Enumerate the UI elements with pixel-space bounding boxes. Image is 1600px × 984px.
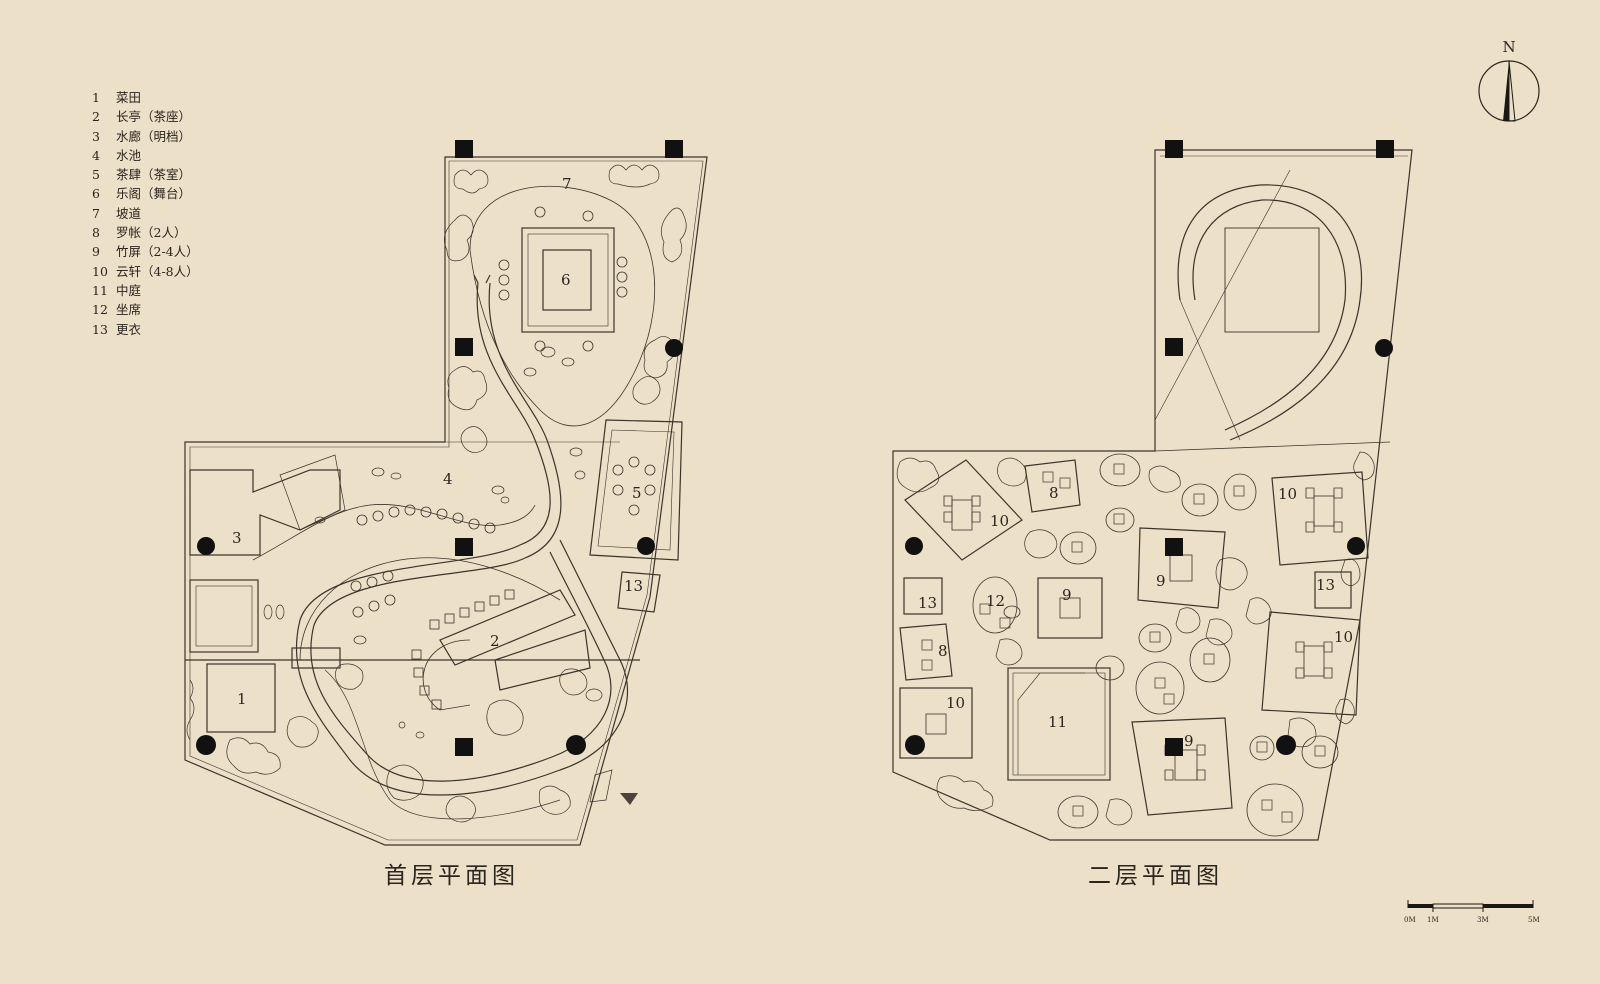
legend-item-number: 4 [92, 147, 100, 163]
second-plan-labels: 8 8 9 9 9 10 10 10 10 11 12 13 13 [918, 484, 1353, 750]
entrance-arrow-icon [620, 793, 638, 805]
legend-item-number: 1 [92, 90, 100, 105]
plan-label: 1 [237, 690, 247, 708]
plan-label: 11 [1048, 713, 1067, 731]
legend: 1 菜田 2 长亭（茶座） 3 水廊（明档） 4 水池 5 茶肆（茶室） 6 乐阁（舞台） 7 坡道 8 罗帐… [92, 88, 199, 339]
legend-item-text: 罗帐（2人） [116, 225, 187, 241]
legend-item: 7 坡道 [92, 204, 199, 223]
plan-label: 6 [561, 271, 571, 289]
legend-item-number: 9 [92, 244, 100, 260]
ground-plan-labels: 1 2 3 4 5 6 7 13 [232, 175, 643, 708]
legend-item-text: 乐阁（舞台） [116, 186, 192, 202]
legend-item-text: 水廊（明档） [116, 128, 192, 144]
legend-item-number: 2 [92, 109, 100, 125]
legend-item: 12 坐席 [92, 300, 199, 319]
scale-tick-0: 0M [1404, 916, 1416, 924]
scale-tick-3: 3M [1477, 916, 1489, 924]
second-floor-caption: 二层平面图 [1088, 863, 1223, 889]
plan-label: 10 [1278, 485, 1297, 503]
plan-label: 9 [1156, 572, 1166, 590]
plan-label: 8 [938, 642, 948, 660]
north-arrow-icon: N [1478, 38, 1540, 122]
plan-label: 13 [918, 594, 937, 612]
legend-item-text: 更衣 [116, 321, 142, 337]
ground-floor-caption: 首层平面图 [384, 863, 519, 889]
plan-label: 13 [1316, 576, 1335, 594]
legend-item-number: 11 [92, 282, 108, 298]
plan-label: 10 [990, 512, 1009, 530]
legend-item-number: 10 [92, 263, 108, 279]
legend-item-text: 水池 [116, 147, 142, 163]
ground-outline [184, 156, 708, 846]
plan-label: 9 [1184, 732, 1194, 750]
plan-label: 13 [624, 577, 643, 595]
legend-item-number: 3 [92, 128, 100, 144]
scale-bar: 0M 1M 3M 5M [1404, 900, 1540, 924]
structural-columns [196, 140, 1394, 756]
plan-label: 10 [1334, 628, 1353, 646]
compass-north-label: N [1502, 38, 1515, 56]
second-outline [892, 149, 1413, 841]
legend-item-text: 坡道 [116, 205, 142, 221]
legend-item: 5 茶肆（茶室） [92, 165, 199, 184]
legend-item: 1 菜田 [92, 88, 199, 107]
legend-item-text: 中庭 [116, 282, 142, 298]
second-floor-plan [892, 149, 1413, 841]
legend-item-text: 菜田 [116, 90, 142, 105]
scale-tick-1: 1M [1427, 916, 1439, 924]
plan-label: 10 [946, 694, 965, 712]
plan-label: 9 [1062, 586, 1072, 604]
legend-item-text: 茶肆（茶室） [116, 167, 192, 183]
plan-label: 5 [632, 484, 642, 502]
legend-item: 2 长亭（茶座） [92, 107, 199, 126]
legend-item: 6 乐阁（舞台） [92, 184, 199, 203]
legend-item: 3 水廊（明档） [92, 127, 199, 146]
ground-floor-plan [184, 156, 708, 846]
plan-label: 2 [490, 632, 500, 650]
legend-item-text: 竹屏（2-4人） [116, 244, 199, 260]
legend-item-number: 13 [92, 321, 108, 337]
legend-item: 10 云轩（4-8人） [92, 262, 199, 281]
plan-label: 3 [232, 529, 242, 547]
legend-item: 9 竹屏（2-4人） [92, 242, 199, 261]
legend-item: 8 罗帐（2人） [92, 223, 199, 242]
legend-item: 13 更衣 [92, 320, 199, 339]
legend-item-number: 8 [92, 225, 100, 241]
legend-item-number: 6 [92, 186, 100, 202]
legend-item: 11 中庭 [92, 281, 199, 300]
plan-label: 8 [1049, 484, 1059, 502]
legend-item-number: 5 [92, 167, 100, 183]
scale-tick-5: 5M [1528, 916, 1540, 924]
plan-label: 12 [986, 592, 1005, 610]
legend-item-text: 坐席 [116, 302, 142, 318]
plan-label: 4 [443, 470, 453, 488]
legend-item-number: 12 [92, 302, 108, 318]
legend-item-text: 云轩（4-8人） [116, 263, 199, 279]
legend-item-text: 长亭（茶座） [116, 109, 192, 125]
legend-item-number: 7 [92, 205, 100, 221]
plan-label: 7 [562, 175, 572, 193]
legend-item: 4 水池 [92, 146, 199, 165]
